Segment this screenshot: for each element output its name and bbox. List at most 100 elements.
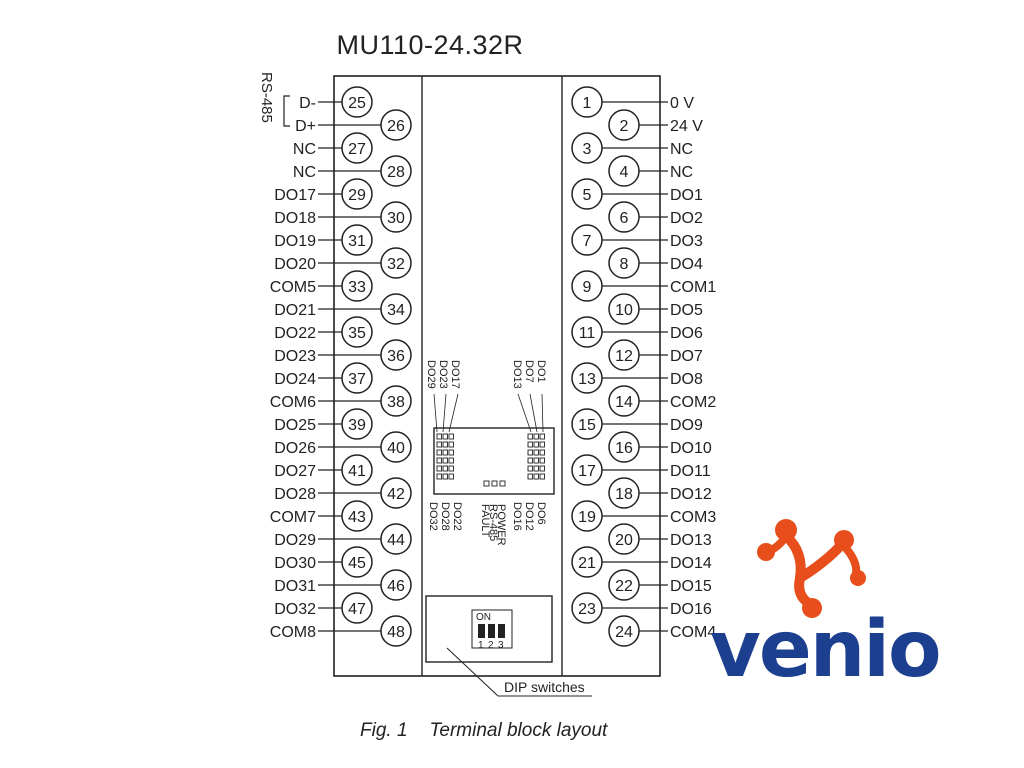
led-indicator xyxy=(527,457,533,464)
terminal-label: DO23 xyxy=(274,348,316,365)
led-indicator xyxy=(539,457,545,464)
led-indicator xyxy=(436,457,442,464)
terminal-label: DO11 xyxy=(670,463,711,480)
terminal-8 xyxy=(608,247,640,279)
terminal-3 xyxy=(571,132,603,164)
terminal-label: DO24 xyxy=(274,371,316,388)
terminal-40 xyxy=(380,431,412,463)
led-indicator xyxy=(527,433,533,440)
terminal-16 xyxy=(608,431,640,463)
terminal-number: 6 xyxy=(620,210,629,227)
terminal-43 xyxy=(341,500,373,532)
terminal-number: 24 xyxy=(615,624,633,641)
terminal-label: 24 V xyxy=(670,118,703,135)
terminal-5 xyxy=(571,178,603,210)
terminal-label: DO12 xyxy=(670,486,712,503)
led-indicator xyxy=(527,465,533,472)
terminal-label: DO15 xyxy=(670,578,712,595)
terminal-number: 46 xyxy=(387,578,405,595)
terminal-29 xyxy=(341,178,373,210)
terminal-label: DO2 xyxy=(670,210,703,227)
terminal-number: 45 xyxy=(348,555,366,572)
terminal-22 xyxy=(608,569,640,601)
terminal-label: DO26 xyxy=(274,440,316,457)
led-label: DO7 xyxy=(523,360,535,383)
led-indicator xyxy=(527,441,533,448)
terminal-37 xyxy=(341,362,373,394)
terminal-35 xyxy=(341,316,373,348)
terminal-label: DO27 xyxy=(274,463,316,480)
terminal-label: COM3 xyxy=(670,509,716,526)
terminal-number: 43 xyxy=(348,509,366,526)
led-indicator xyxy=(533,433,539,440)
status-led-label: POWER xyxy=(495,504,507,546)
terminal-41 xyxy=(341,454,373,486)
venio-logo: venio xyxy=(710,519,942,695)
led-indicator xyxy=(448,441,454,448)
led-leader xyxy=(529,393,538,433)
led-indicator xyxy=(539,441,545,448)
terminal-number: 3 xyxy=(583,141,592,158)
terminal-label: DO19 xyxy=(274,233,316,250)
terminal-46 xyxy=(380,569,412,601)
led-indicator xyxy=(539,465,545,472)
led-indicator xyxy=(533,441,539,448)
logo-mark-icon xyxy=(757,519,866,618)
terminal-label: DO9 xyxy=(670,417,703,434)
terminal-7 xyxy=(571,224,603,256)
terminal-label: DO13 xyxy=(670,532,712,549)
led-label: DO23 xyxy=(437,360,449,389)
terminal-label: DO1 xyxy=(670,187,703,204)
terminal-label: DO28 xyxy=(274,486,316,503)
terminal-number: 35 xyxy=(348,325,366,342)
terminal-number: 37 xyxy=(348,371,366,388)
terminal-number: 4 xyxy=(620,164,629,181)
led-indicator xyxy=(442,449,448,456)
terminal-number: 20 xyxy=(615,532,633,549)
led-indicator xyxy=(533,473,539,480)
figure-number: Fig. 1 xyxy=(360,720,408,741)
led-indicator xyxy=(448,449,454,456)
led-label: DO16 xyxy=(511,502,523,531)
dip-switch-number: 1 xyxy=(478,640,484,651)
terminal-number: 12 xyxy=(615,348,633,365)
terminal-label: DO7 xyxy=(670,348,703,365)
terminal-14 xyxy=(608,385,640,417)
terminal-44 xyxy=(380,523,412,555)
led-indicator xyxy=(448,465,454,472)
dip-on-label: ON xyxy=(476,612,491,623)
terminal-label: D+ xyxy=(295,118,316,135)
terminal-label: 0 V xyxy=(670,95,694,112)
status-led xyxy=(483,480,490,487)
led-panel xyxy=(433,427,555,495)
terminal-label: DO18 xyxy=(274,210,316,227)
led-label: DO13 xyxy=(511,360,523,389)
terminal-label: DO6 xyxy=(670,325,703,342)
terminal-label: DO29 xyxy=(274,532,316,549)
dip-switch-number: 3 xyxy=(498,640,504,651)
led-indicator xyxy=(448,433,454,440)
led-leader xyxy=(517,393,532,433)
terminal-label: NC xyxy=(670,164,693,181)
terminal-number: 23 xyxy=(578,601,596,618)
terminal-label: COM6 xyxy=(270,394,316,411)
dip-switch-block xyxy=(471,609,513,649)
terminal-25 xyxy=(341,86,373,118)
terminal-number: 31 xyxy=(348,233,366,250)
dip-compartment xyxy=(425,595,553,663)
terminal-32 xyxy=(380,247,412,279)
terminal-label: DO17 xyxy=(274,187,316,204)
led-indicator xyxy=(442,465,448,472)
terminal-10 xyxy=(608,293,640,325)
terminal-21 xyxy=(571,546,603,578)
terminal-number: 16 xyxy=(615,440,633,457)
terminal-24 xyxy=(608,615,640,647)
terminal-27 xyxy=(341,132,373,164)
led-indicator xyxy=(539,433,545,440)
terminal-number: 11 xyxy=(579,325,596,342)
terminal-number: 36 xyxy=(387,348,405,365)
terminal-13 xyxy=(571,362,603,394)
terminal-label: DO5 xyxy=(670,302,703,319)
terminal-11 xyxy=(571,316,603,348)
